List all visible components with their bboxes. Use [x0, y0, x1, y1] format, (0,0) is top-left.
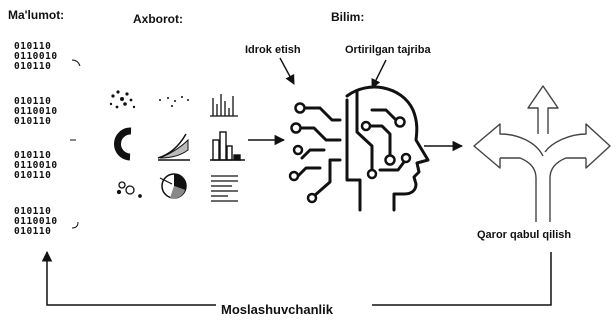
bubble-chart-icon — [118, 182, 142, 197]
curve-chart-icon — [158, 134, 190, 160]
connector-mark — [72, 222, 78, 228]
branching-arrows-icon — [474, 86, 610, 222]
column-chart-icon — [210, 132, 245, 160]
dot-plot-icon — [159, 96, 189, 107]
feedback-line-right — [372, 252, 551, 305]
arrow-perception — [280, 58, 294, 84]
arrow-experience — [372, 60, 386, 88]
scatter-plot-icon — [110, 90, 135, 108]
donut-chart-icon — [117, 131, 131, 157]
feedback-line-left — [47, 252, 216, 305]
bar-chart-icon — [210, 94, 238, 116]
pie-chart-icon — [160, 174, 186, 199]
ai-head-circuit-icon — [298, 87, 428, 210]
text-document-icon — [211, 176, 238, 201]
connector-mark — [72, 60, 80, 66]
